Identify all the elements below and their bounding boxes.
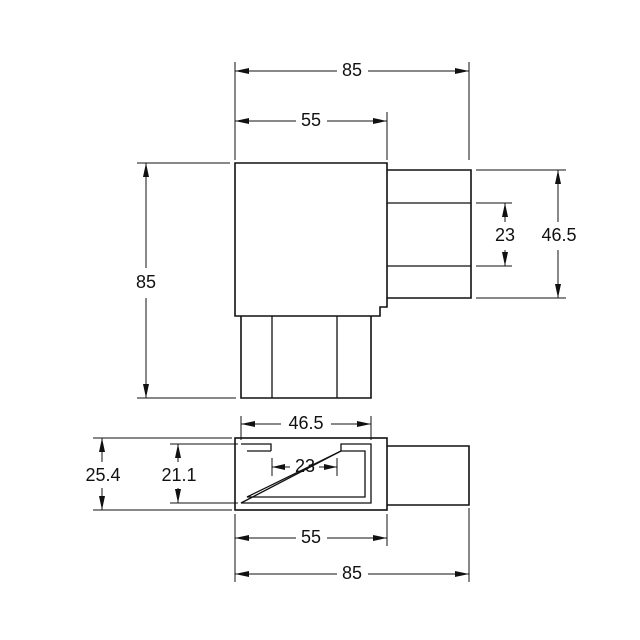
dim-label-right-slot-height: 23: [495, 225, 515, 245]
dim-right-tube-height: 46.5: [476, 169, 577, 299]
dim-right-slot-height: 23: [476, 202, 515, 267]
dim-label-section-inner-height: 21.1: [161, 465, 196, 485]
dim-label-left-height: 85: [136, 272, 156, 292]
dim-top-overall: 85: [234, 60, 470, 160]
top-view-body: [234, 162, 388, 317]
dim-label-section-overall-width: 85: [342, 563, 362, 583]
section-channel-outer: [240, 443, 372, 504]
dim-section-overall-width: 85: [235, 563, 469, 583]
section-outer-body: [234, 437, 388, 511]
dim-top-body: 55: [235, 110, 388, 160]
top-view-bottom-tube: [240, 316, 372, 399]
dim-label-section-body-width: 55: [301, 527, 321, 547]
dim-label-section-inner-width: 46.5: [288, 413, 323, 433]
top-view-right-tube: [387, 169, 472, 299]
dim-section-outer-height: 25.4: [85, 437, 232, 511]
section-view: [234, 437, 470, 511]
dim-section-inner-width: 46.5: [240, 413, 372, 440]
dim-section-slot-width: 23: [271, 456, 338, 476]
dim-left-height: 85: [136, 162, 236, 399]
dim-label-section-slot-width: 23: [295, 456, 315, 476]
dim-label-right-tube-height: 46.5: [541, 225, 576, 245]
section-channel-inner: [246, 450, 366, 498]
dim-label-top-overall: 85: [342, 60, 362, 80]
dim-section-inner-height: 21.1: [161, 443, 238, 504]
dim-label-top-body: 55: [301, 110, 321, 130]
dim-section-body-width: 55: [234, 508, 470, 582]
dim-label-section-outer-height: 25.4: [85, 465, 120, 485]
section-right-tube: [387, 445, 470, 506]
top-view: [234, 162, 472, 399]
